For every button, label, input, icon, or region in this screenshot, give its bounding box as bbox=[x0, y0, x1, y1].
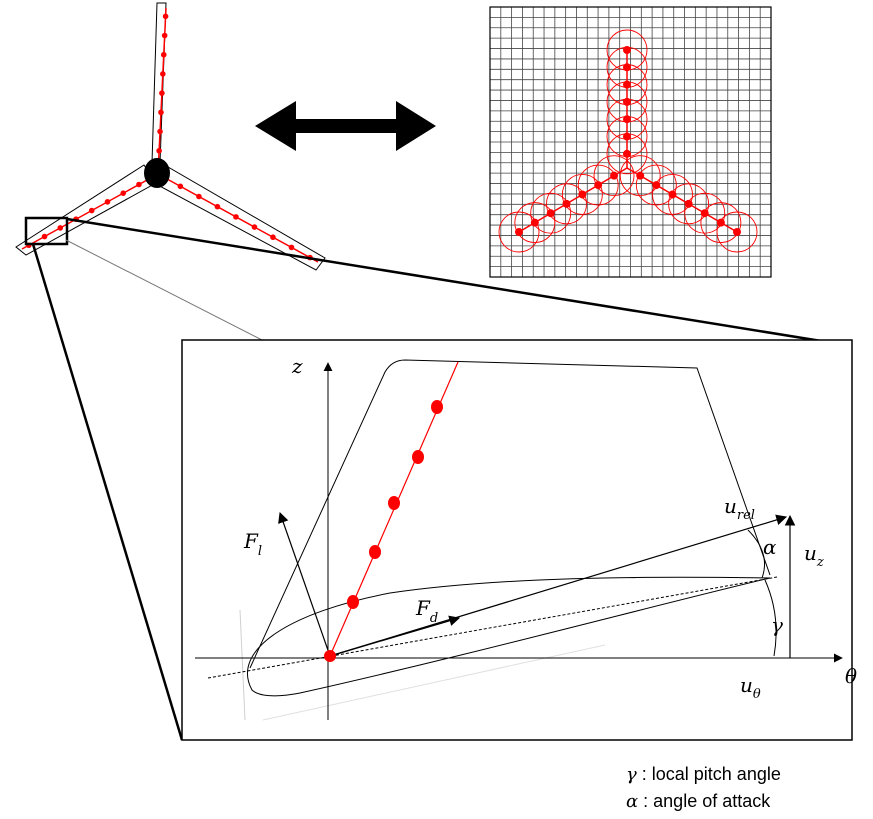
detail-panel: z θ Fl Fd urel uz uθ α γ bbox=[181, 339, 857, 741]
turbine-actuator-point bbox=[157, 128, 163, 135]
uz-label: uz bbox=[804, 541, 824, 570]
blade-section-outline bbox=[249, 359, 771, 669]
turbine-actuator-point bbox=[158, 109, 164, 116]
grid-actuator-point bbox=[684, 199, 693, 208]
smearing-circle bbox=[684, 192, 726, 234]
smearing-circle bbox=[593, 155, 635, 197]
detail-panel-border bbox=[181, 339, 853, 741]
detail-actuator-points bbox=[347, 400, 443, 609]
grid-actuator-point bbox=[716, 218, 725, 227]
lift-vector bbox=[278, 511, 331, 657]
turbine-actuator-point bbox=[161, 32, 168, 39]
grid-actuator-point bbox=[594, 181, 603, 190]
turbine-actuator-point bbox=[156, 147, 162, 154]
turbine-actuator-point bbox=[57, 225, 64, 231]
grid-actuator-point bbox=[623, 97, 631, 106]
chord-line bbox=[207, 576, 778, 679]
smearing-circle bbox=[716, 211, 758, 253]
detail-actuator-point bbox=[347, 595, 359, 609]
grid-actuator-point bbox=[623, 149, 631, 158]
turbine-actuator-point bbox=[159, 90, 165, 96]
grid-actuator-point bbox=[623, 63, 631, 72]
grid-actuator-point bbox=[546, 209, 555, 218]
turbine-actuator-point bbox=[41, 233, 48, 240]
legend-alpha: α : angle of attack bbox=[626, 791, 770, 812]
zoom-box bbox=[24, 216, 69, 246]
grid-actuator-point bbox=[530, 218, 539, 227]
zoom-projection-lines bbox=[31, 217, 853, 741]
legend-gamma: γ : local pitch angle bbox=[626, 764, 781, 785]
turbine-actuator-point bbox=[196, 193, 202, 200]
smearing-circle bbox=[561, 174, 603, 215]
turbine-actuator-points bbox=[26, 13, 313, 261]
relative-velocity-vector bbox=[329, 514, 788, 657]
smearing-circle bbox=[635, 164, 677, 206]
grid-actuator-point bbox=[623, 46, 631, 54]
smearing-circle bbox=[577, 164, 619, 206]
grid-actuator-point bbox=[610, 171, 619, 180]
turbine-actuator-point bbox=[288, 244, 295, 251]
double-arrow bbox=[255, 101, 436, 151]
smearing-circle bbox=[700, 202, 742, 244]
turbine-actuator-point bbox=[120, 190, 127, 196]
alpha-label: α bbox=[763, 535, 777, 559]
legend-gamma-symbol: γ bbox=[626, 764, 637, 785]
turbine-actuator-point bbox=[251, 224, 258, 230]
drag-label: Fd bbox=[415, 596, 438, 626]
turbine-actuator-point bbox=[88, 207, 95, 214]
turbine-actuator-point bbox=[160, 71, 166, 77]
smearing-circle bbox=[619, 155, 661, 197]
alpha-arc bbox=[747, 529, 765, 579]
grid-actuator-points bbox=[515, 46, 741, 236]
detail-actuator-point bbox=[412, 450, 424, 464]
gamma-arc bbox=[764, 579, 777, 657]
grid-actuator-point bbox=[700, 209, 709, 218]
grid-actuator-point bbox=[623, 80, 631, 89]
smearing-circle bbox=[514, 202, 556, 244]
theta-axis-label: θ bbox=[845, 664, 857, 688]
z-axis-label: z bbox=[291, 354, 303, 378]
urel-label: urel bbox=[724, 494, 755, 523]
grid-actuator-point bbox=[668, 190, 677, 199]
grid-actuator-point bbox=[733, 228, 741, 236]
grid-actuator-point bbox=[578, 190, 587, 199]
detail-actuator-point bbox=[388, 496, 400, 510]
turbine-actuator-point bbox=[104, 199, 111, 205]
detail-actuator-point bbox=[369, 545, 381, 559]
grid-actuator-point bbox=[515, 228, 523, 236]
legend-gamma-text: : local pitch angle bbox=[636, 764, 781, 784]
smearing-circle bbox=[652, 174, 693, 215]
legend-alpha-symbol: α bbox=[626, 791, 639, 812]
turbine-actuator-point bbox=[214, 203, 221, 210]
smearing-circle bbox=[668, 183, 710, 225]
smearing-kernel-circles bbox=[498, 29, 758, 253]
turbine-actuator-point bbox=[136, 181, 142, 188]
turbine-hub bbox=[144, 158, 170, 188]
legend-alpha-text: : angle of attack bbox=[638, 791, 771, 811]
smearing-circle bbox=[498, 211, 540, 253]
smearing-circle bbox=[530, 192, 572, 234]
wind-turbine-rotor bbox=[15, 2, 326, 271]
mesh-grid-border bbox=[489, 6, 772, 278]
lift-label: Fl bbox=[243, 529, 262, 559]
grid-actuator-point bbox=[623, 132, 631, 141]
airfoil-profile bbox=[246, 576, 771, 697]
turbine-actuator-point bbox=[177, 183, 184, 190]
gamma-label: γ bbox=[771, 613, 783, 637]
grid-actuator-point bbox=[623, 115, 631, 124]
smearing-circle bbox=[546, 183, 587, 225]
turbine-actuator-point bbox=[162, 13, 169, 20]
turbine-actuator-point bbox=[160, 51, 167, 58]
turbine-actuator-point bbox=[270, 234, 276, 241]
grid-actuator-point bbox=[636, 171, 645, 180]
utheta-label: uθ bbox=[740, 673, 761, 702]
grid-actuator-point bbox=[652, 181, 661, 190]
grid-actuator-point bbox=[562, 199, 571, 208]
turbine-actuator-point bbox=[233, 214, 239, 220]
mesh-grid-panel bbox=[489, 6, 772, 278]
detail-actuator-point bbox=[431, 400, 443, 414]
